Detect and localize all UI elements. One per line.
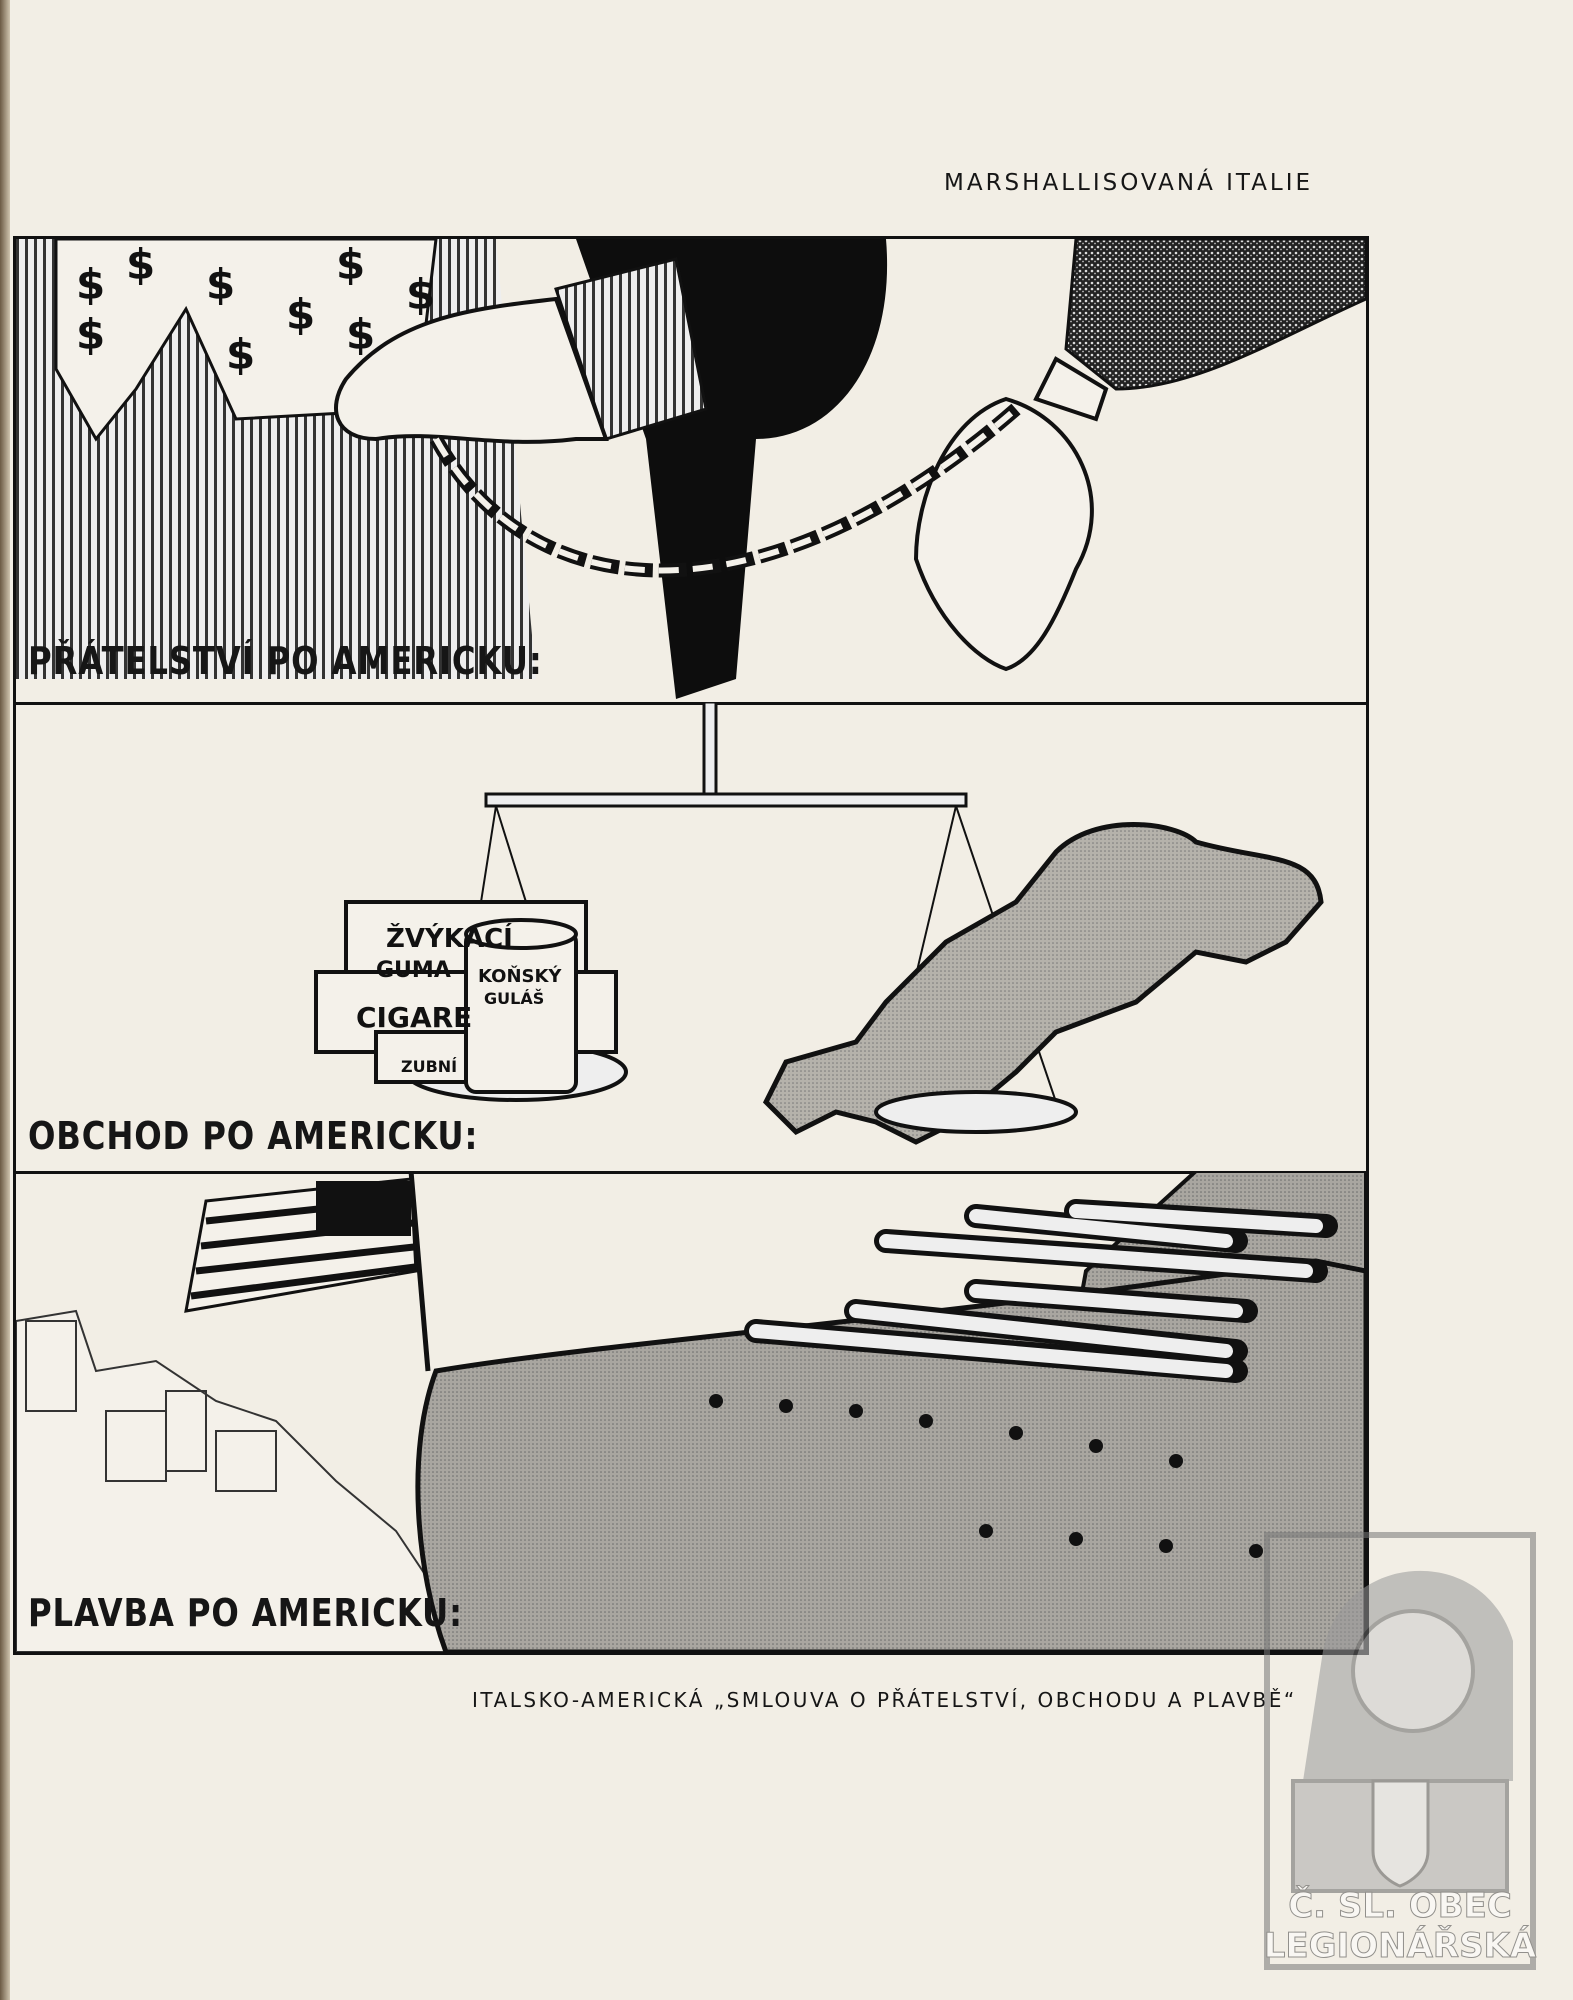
page-header: MARSHALLISOVANÁ ITALIE xyxy=(944,170,1314,196)
balance-scale-illustration: ŽVÝKACÍ GUMA CIGARE ZUBNÍ KOŇSKÝ GULÁŠ xyxy=(314,702,1324,1145)
handcuffed-hands-illustration: $$$ $$$ $$$ xyxy=(16,239,1366,699)
svg-text:$: $ xyxy=(406,270,435,319)
battleship-illustration xyxy=(16,1171,1366,1652)
watermark-line1: Č. SL. OBEC xyxy=(1288,1886,1513,1927)
toothpaste-label: ZUBNÍ xyxy=(401,1057,457,1076)
svg-text:$: $ xyxy=(286,290,315,339)
page-caption: ITALSKO-AMERICKÁ „SMLOUVA O PŘÁTELSTVÍ, … xyxy=(472,1688,1297,1712)
panel-friendship: $$$ $$$ $$$ PŘÁTELSTVÍ PO AMERICKU: xyxy=(16,239,1366,705)
svg-text:$: $ xyxy=(126,240,155,289)
gum-label-line2: GUMA xyxy=(376,958,451,983)
can-label-line2: GULÁŠ xyxy=(484,989,544,1008)
cartoon-frame: $$$ $$$ $$$ PŘÁTELSTVÍ PO AMERICKU: xyxy=(13,236,1369,1655)
watermark-line2: LEGIONÁŘSKÁ xyxy=(1263,1926,1537,1967)
panel-label-trade: OBCHOD PO AMERICKU: xyxy=(28,1114,479,1158)
can-label-line1: KOŇSKÝ xyxy=(478,965,562,987)
panel-trade: ŽVÝKACÍ GUMA CIGARE ZUBNÍ KOŇSKÝ GULÁŠ O… xyxy=(16,702,1366,1174)
book-spine-edge xyxy=(0,0,10,2000)
panel-navigation: PLAVBA PO AMERICKU: xyxy=(16,1171,1366,1652)
panel-label-navigation: PLAVBA PO AMERICKU: xyxy=(28,1591,463,1635)
svg-text:$: $ xyxy=(206,260,235,309)
svg-text:$: $ xyxy=(336,240,365,289)
svg-text:$: $ xyxy=(76,260,105,309)
legionnaire-emblem-icon xyxy=(1264,1532,1536,1970)
svg-text:$: $ xyxy=(226,330,255,379)
svg-text:$: $ xyxy=(346,310,375,359)
legion-watermark: Č. SL. OBEC LEGIONÁŘSKÁ xyxy=(1263,1531,1537,1971)
gum-label-line1: ŽVÝKACÍ xyxy=(386,922,513,954)
panel-label-friendship: PŘÁTELSTVÍ PO AMERICKU: xyxy=(28,639,543,683)
cigarettes-label: CIGARE xyxy=(356,1001,472,1034)
svg-text:$: $ xyxy=(76,310,105,359)
